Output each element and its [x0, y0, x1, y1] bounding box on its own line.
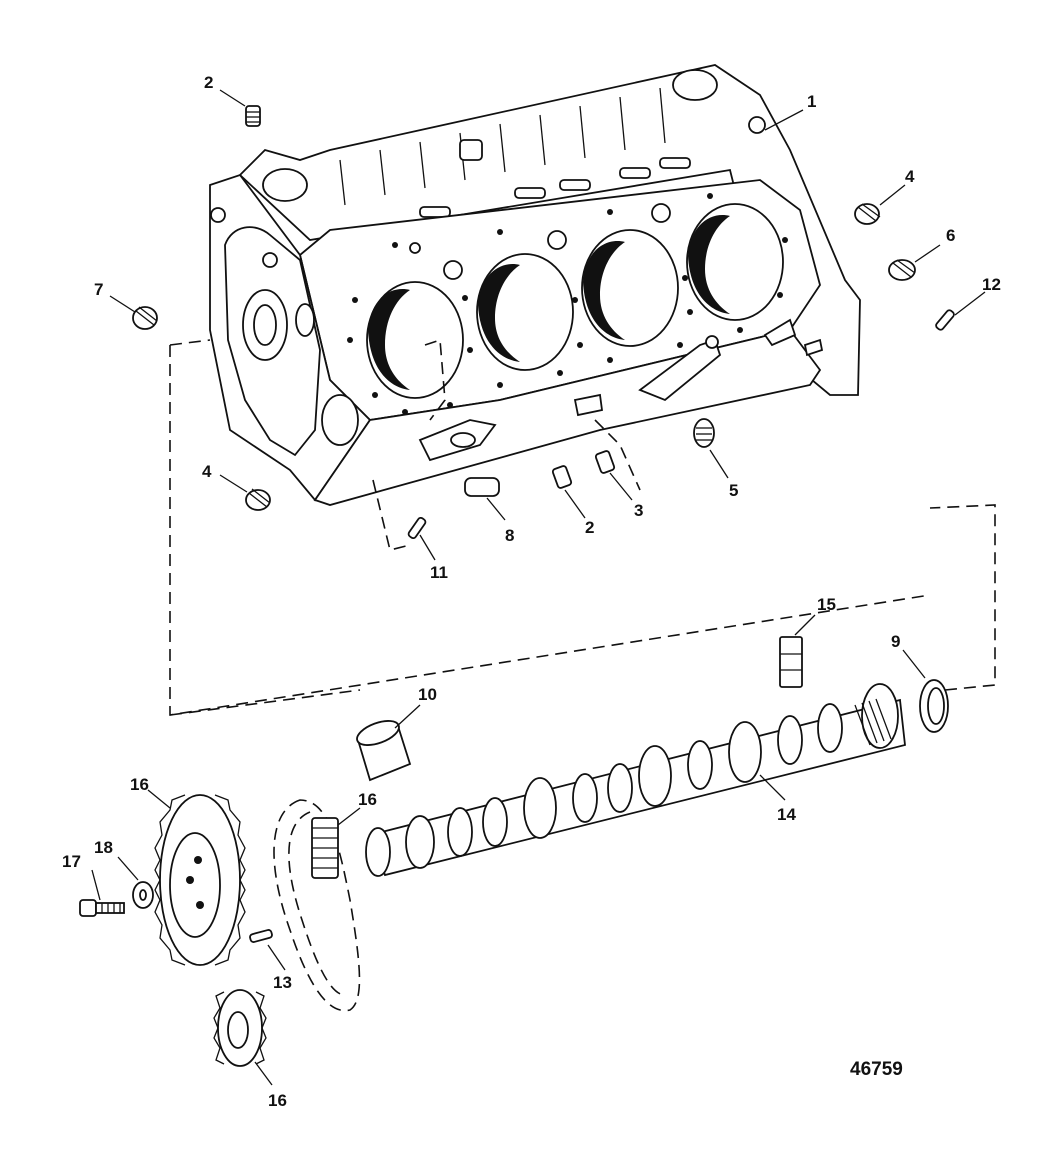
callout-1: 1 — [807, 92, 816, 111]
callout-14: 14 — [777, 805, 796, 824]
dowel-pin-13 — [249, 929, 273, 943]
callout-2: 2 — [204, 73, 213, 92]
callout-17: 17 — [62, 852, 81, 871]
callout-10: 10 — [418, 685, 437, 704]
leader-lines — [91, 89, 986, 1086]
callout-labels: 1 2 2 3 4 4 5 6 7 8 9 10 11 12 13 14 15 … — [62, 73, 1001, 1110]
crankshaft-sprocket — [213, 989, 267, 1067]
callout-16: 16 — [268, 1091, 287, 1110]
dowel-pin-11 — [407, 516, 427, 540]
bolt-17 — [79, 899, 125, 917]
engine-block — [209, 64, 861, 506]
callout-2: 2 — [585, 518, 594, 537]
callout-7: 7 — [94, 280, 103, 299]
callout-9: 9 — [891, 632, 900, 651]
callout-15: 15 — [817, 595, 836, 614]
callout-11: 11 — [430, 563, 448, 582]
key-15 — [779, 636, 803, 688]
callout-16: 16 — [130, 775, 149, 794]
callout-8: 8 — [505, 526, 514, 545]
callout-3: 3 — [634, 501, 643, 520]
callout-6: 6 — [946, 226, 955, 245]
callout-13: 13 — [273, 973, 292, 992]
alignment-dashed-lines — [169, 338, 996, 716]
cup-plug-small-top — [245, 105, 261, 127]
cup-plug-small-lower — [551, 465, 573, 489]
bearing-8 — [464, 477, 500, 497]
callout-16: 16 — [358, 790, 377, 809]
plug-3 — [594, 450, 616, 474]
washer-18 — [132, 881, 154, 909]
camshaft — [365, 683, 906, 877]
callout-12: 12 — [982, 275, 1001, 294]
callout-18: 18 — [94, 838, 113, 857]
callout-4: 4 — [905, 167, 915, 186]
pipe-plug-7 — [132, 306, 158, 330]
plug-5 — [693, 418, 715, 448]
camshaft-sprocket — [154, 794, 246, 966]
dowel-pin-12 — [935, 309, 955, 331]
figure-number: 46759 — [850, 1059, 903, 1080]
timing-chain — [273, 799, 361, 1012]
callout-5: 5 — [729, 481, 738, 500]
callout-4: 4 — [202, 462, 212, 481]
cam-bearing-9 — [919, 679, 949, 733]
pipe-plug-right — [854, 203, 881, 225]
cylinder-bores — [366, 203, 784, 399]
pipe-plug-left — [245, 488, 271, 511]
cam-bearing-10 — [356, 720, 412, 782]
pipe-plug-6 — [888, 259, 916, 281]
